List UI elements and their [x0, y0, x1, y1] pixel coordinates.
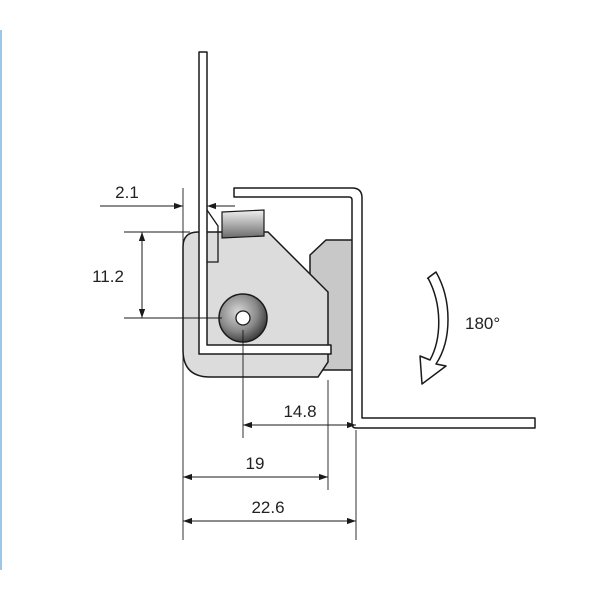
dimension-body-width-label: 19 — [246, 454, 265, 473]
dimension-thickness-label: 2.1 — [115, 183, 139, 202]
hinge-cylinder — [221, 209, 265, 239]
dimension-thickness: 2.1 — [100, 183, 235, 210]
extension-lines — [124, 188, 357, 540]
door-panel — [198, 51, 332, 355]
dimension-overall-width: 22.6 — [183, 498, 356, 525]
dimension-pivot-to-edge: 14.8 — [243, 402, 356, 429]
pivot-screw-hole — [235, 310, 251, 326]
rotation-angle-label: 180° — [465, 314, 500, 333]
dimension-body-width: 19 — [183, 454, 328, 481]
dimension-overall-width-label: 22.6 — [251, 498, 284, 517]
dimension-pivot-to-edge-label: 14.8 — [283, 402, 316, 421]
dimension-height: 11.2 — [92, 232, 146, 318]
curved-arrow-down-icon — [419, 271, 449, 385]
left-border-line — [0, 30, 2, 570]
door-panel-notch — [206, 209, 219, 263]
dimension-height-label: 11.2 — [92, 267, 124, 286]
